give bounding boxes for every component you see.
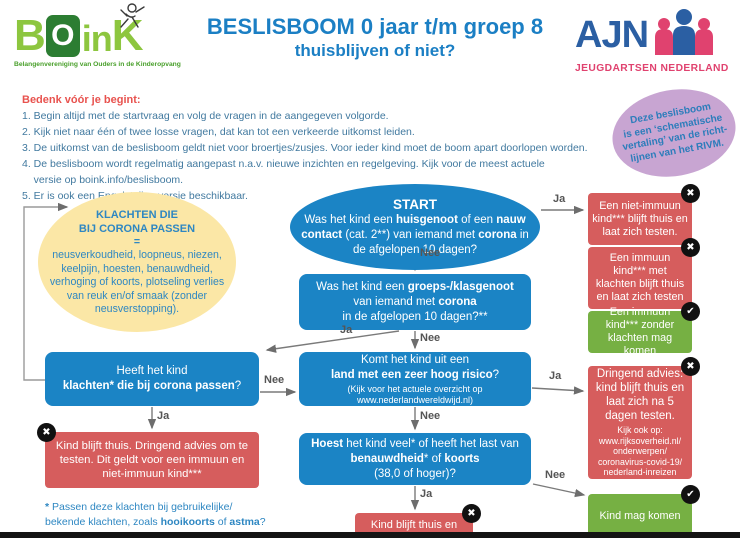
check-badge: ✔ bbox=[681, 302, 700, 321]
outcome-blijft-thuis-testen: ✖ Kind blijft thuis. Dringend advies om … bbox=[37, 423, 259, 488]
bottom-crop-bar bbox=[0, 532, 740, 538]
klachten-bubble-equals: = bbox=[133, 235, 141, 248]
boink-letter-b: B bbox=[14, 11, 46, 60]
outcome-immuun-klachten: ✖ Een immuun kind*** met klachten blijft… bbox=[588, 238, 700, 309]
intro-notes: Bedenk vóór je begint: 1. Begin altijd m… bbox=[22, 92, 682, 204]
jumping-child-doodle-icon bbox=[110, 0, 146, 41]
outcome-mag-komen-text: Kind mag komen bbox=[599, 509, 681, 522]
boink-letters-in: in bbox=[81, 18, 113, 59]
boink-letter-k: K bbox=[111, 11, 144, 60]
klachten-bubble-body: neusverkoudheid, loopneus, niezen, keelp… bbox=[49, 249, 225, 315]
edge-label-ja: Ja bbox=[549, 370, 562, 382]
x-icon: ✖ bbox=[686, 188, 695, 199]
ajn-wordmark: AJN bbox=[575, 13, 649, 56]
outcome-blijft-thuis-bottom-text: Kind blijft thuis en bbox=[370, 519, 458, 531]
x-badge: ✖ bbox=[462, 504, 481, 523]
intro-item-1: 1. Begin altijd met de startvraag en vol… bbox=[22, 110, 389, 122]
edge-label-nee: Nee bbox=[420, 332, 441, 344]
outcome-dringend-main: Dringend advies: kind blijft thuis en la… bbox=[595, 368, 685, 423]
ajn-subtitle: JEUGDARTSEN NEDERLAND bbox=[575, 63, 729, 74]
boink-tagline: Belangenvereniging van Ouders in de Kind… bbox=[14, 61, 181, 68]
x-badge: ✖ bbox=[681, 357, 700, 376]
boink-logo: B O in K Belangenvereniging van Ouders i… bbox=[14, 3, 189, 68]
boink-letter-o-block: O bbox=[45, 15, 80, 57]
edge-label-nee: Nee bbox=[545, 469, 566, 481]
outcome-immuun-zonder-klachten: ✔ Een immuun kind*** zonder klachten mag… bbox=[588, 302, 700, 357]
start-node: START Was het kind een huisgenoot of een… bbox=[290, 184, 540, 270]
x-icon: ✖ bbox=[686, 361, 695, 372]
x-badge: ✖ bbox=[681, 184, 700, 203]
check-badge: ✔ bbox=[681, 485, 700, 504]
outcome-niet-immuun: ✖ Een niet-immuun kind*** blijft thuis e… bbox=[588, 184, 700, 245]
outcome-mag-komen: ✔ Kind mag komen bbox=[588, 485, 700, 538]
page-title-line1: BESLISBOOM 0 jaar t/m groep 8 bbox=[206, 14, 544, 39]
question-hoest: Hoest het kind veel* of heeft het last v… bbox=[299, 433, 531, 485]
intro-item-4: 4. De beslisboom wordt regelmatig aangep… bbox=[22, 158, 545, 186]
x-badge: ✖ bbox=[37, 423, 56, 442]
edge-label-nee: Nee bbox=[264, 374, 285, 386]
ajn-people-icon bbox=[652, 8, 716, 61]
outcome-blijft-thuis-text: Kind blijft thuis. Dringend advies om te… bbox=[55, 440, 249, 480]
intro-item-2: 2. Kijk niet naar één of twee losse vrag… bbox=[22, 126, 415, 138]
intro-heading: Bedenk vóór je begint: bbox=[22, 94, 141, 106]
check-icon: ✔ bbox=[686, 489, 695, 500]
page-title-line2: thuisblijven of niet? bbox=[294, 41, 456, 60]
footnote-klachten: * Passen deze klachten bij gebruikelijke… bbox=[45, 501, 266, 528]
intro-item-3: 3. De uitkomst van de beslisboom geldt n… bbox=[22, 142, 588, 154]
edge-label-ja: Ja bbox=[553, 193, 566, 205]
edge-label-ja: Ja bbox=[420, 488, 433, 500]
x-badge: ✖ bbox=[681, 238, 700, 257]
check-icon: ✔ bbox=[686, 306, 695, 317]
outcome-dringend-advies: ✖ Dringend advies: kind blijft thuis en … bbox=[588, 357, 700, 479]
outcome-immuun-zonder-text: Een immuun kind*** zonder klachten mag k… bbox=[605, 306, 675, 357]
edge-label-nee: Nee bbox=[420, 410, 441, 422]
edge-label-nee: Nee bbox=[420, 247, 441, 259]
x-icon: ✖ bbox=[467, 508, 476, 519]
edge-label-ja: Ja bbox=[157, 410, 170, 422]
ajn-logo: AJN JEUGDARTSEN NEDERLAND bbox=[575, 8, 735, 74]
question-hoest-text: Hoest het kind veel* of heeft het last v… bbox=[311, 437, 519, 480]
outcome-dringend-links: Kijk ook op:www.rijksoverheid.nl/onderwe… bbox=[597, 425, 683, 478]
outcome-niet-immuun-text: Een niet-immuun kind*** blijft thuis en … bbox=[592, 199, 688, 238]
x-icon: ✖ bbox=[686, 242, 695, 253]
outcome-immuun-klachten-text: Een immuun kind*** met klachten blijft t… bbox=[595, 252, 685, 303]
boink-wordmark: B O in K bbox=[14, 3, 189, 60]
x-icon: ✖ bbox=[42, 427, 51, 438]
start-label: START bbox=[393, 196, 437, 212]
edge-label-ja: Ja bbox=[340, 324, 353, 336]
page-title: BESLISBOOM 0 jaar t/m groep 8 thuisblijv… bbox=[180, 14, 570, 62]
